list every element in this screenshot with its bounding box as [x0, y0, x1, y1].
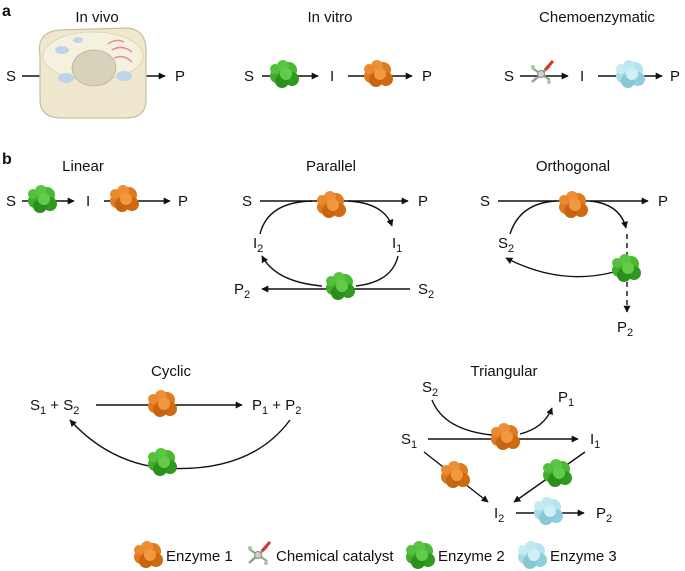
legend-enzyme-3: Enzyme 3 [550, 548, 617, 565]
triangular-i2: I2 [494, 505, 504, 525]
triangular-i1: I1 [590, 431, 600, 451]
legend: Enzyme 1 Chemical catalyst Enzyme 2 Enzy… [134, 540, 617, 569]
parallel-title: Parallel [306, 158, 356, 175]
in-vivo-title: In vivo [75, 9, 118, 26]
in-vitro-product: P [422, 68, 432, 85]
triangular-p1: P1 [558, 389, 574, 409]
triangular-s2: S2 [422, 379, 438, 399]
enzyme-2-icon [270, 60, 299, 88]
parallel-curve-right-bottom [355, 255, 399, 287]
panel-b-label: b [2, 151, 12, 168]
parallel-product: P [418, 193, 428, 210]
enzyme-2-legend-icon [406, 541, 435, 569]
linear-intermediate: I [86, 193, 90, 210]
chemo-intermediate: I [580, 68, 584, 85]
linear-title: Linear [62, 158, 104, 175]
enzyme-3-legend-icon [518, 541, 547, 569]
in-vitro-intermediate: I [330, 68, 334, 85]
legend-chemical-catalyst: Chemical catalyst [276, 548, 394, 565]
parallel-curve-left-top [259, 200, 313, 235]
legend-enzyme-1: Enzyme 1 [166, 548, 233, 565]
panel-a-label: a [2, 3, 11, 20]
chemoenzymatic-title: Chemoenzymatic [539, 9, 655, 26]
orthogonal-curve-left-bottom [505, 257, 615, 278]
enzyme-1-icon [364, 60, 393, 87]
cyclic-title: Cyclic [151, 363, 191, 380]
triangular-title: Triangular [471, 363, 538, 380]
enzyme-1-icon [559, 191, 588, 218]
orthogonal-p2: P2 [617, 319, 633, 339]
parallel-i1: I1 [392, 235, 402, 255]
chemo-substrate: S [504, 68, 514, 85]
cyclic-products: P1 + P2 [252, 397, 301, 417]
legend-enzyme-2: Enzyme 2 [438, 548, 505, 565]
orthogonal-title: Orthogonal [536, 158, 610, 175]
enzyme-3-icon [616, 60, 645, 88]
cyclic-return-arrow [69, 419, 291, 470]
orthogonal-s2: S2 [498, 235, 514, 255]
triangular-curve-s2 [431, 399, 493, 436]
enzyme-1-legend-icon [134, 541, 163, 568]
cyclic-substrates: S1 + S2 [30, 397, 79, 417]
cell-illustration [38, 27, 147, 119]
enzyme-1-icon [317, 191, 346, 218]
parallel-i2: I2 [253, 235, 263, 255]
parallel-p2: P2 [234, 281, 250, 301]
parallel-substrate: S [242, 193, 252, 210]
chemical-catalyst-icon [529, 59, 555, 86]
enzyme-1-icon [148, 390, 177, 417]
enzyme-1-icon [110, 185, 139, 212]
triangular-curve-p1 [519, 407, 553, 435]
chemo-product: P [670, 68, 680, 85]
enzyme-2-icon [28, 185, 57, 213]
parallel-curve-left-bottom [261, 255, 323, 287]
orthogonal-product: P [658, 193, 668, 210]
linear-substrate: S [6, 193, 16, 210]
in-vitro-title: In vitro [307, 9, 352, 26]
enzyme-3-icon [534, 497, 563, 525]
enzyme-2-icon [326, 272, 355, 300]
enzyme-2-icon [543, 459, 572, 487]
triangular-p2: P2 [596, 505, 612, 525]
chemical-catalyst-legend-icon [246, 540, 272, 567]
in-vivo-product: P [175, 68, 185, 85]
triangular-s1: S1 [401, 431, 417, 451]
linear-product: P [178, 193, 188, 210]
enzyme-1-icon [441, 461, 470, 488]
enzyme-2-icon [148, 448, 177, 476]
enzyme-2-icon [612, 254, 641, 282]
in-vivo-substrate: S [6, 68, 16, 85]
orthogonal-substrate: S [480, 193, 490, 210]
parallel-curve-right-top [347, 200, 394, 227]
enzyme-1-icon [491, 423, 520, 450]
parallel-s2: S2 [418, 281, 434, 301]
orthogonal-curve-left-top [509, 200, 557, 235]
orthogonal-curve-right [589, 200, 628, 229]
in-vitro-substrate: S [244, 68, 254, 85]
